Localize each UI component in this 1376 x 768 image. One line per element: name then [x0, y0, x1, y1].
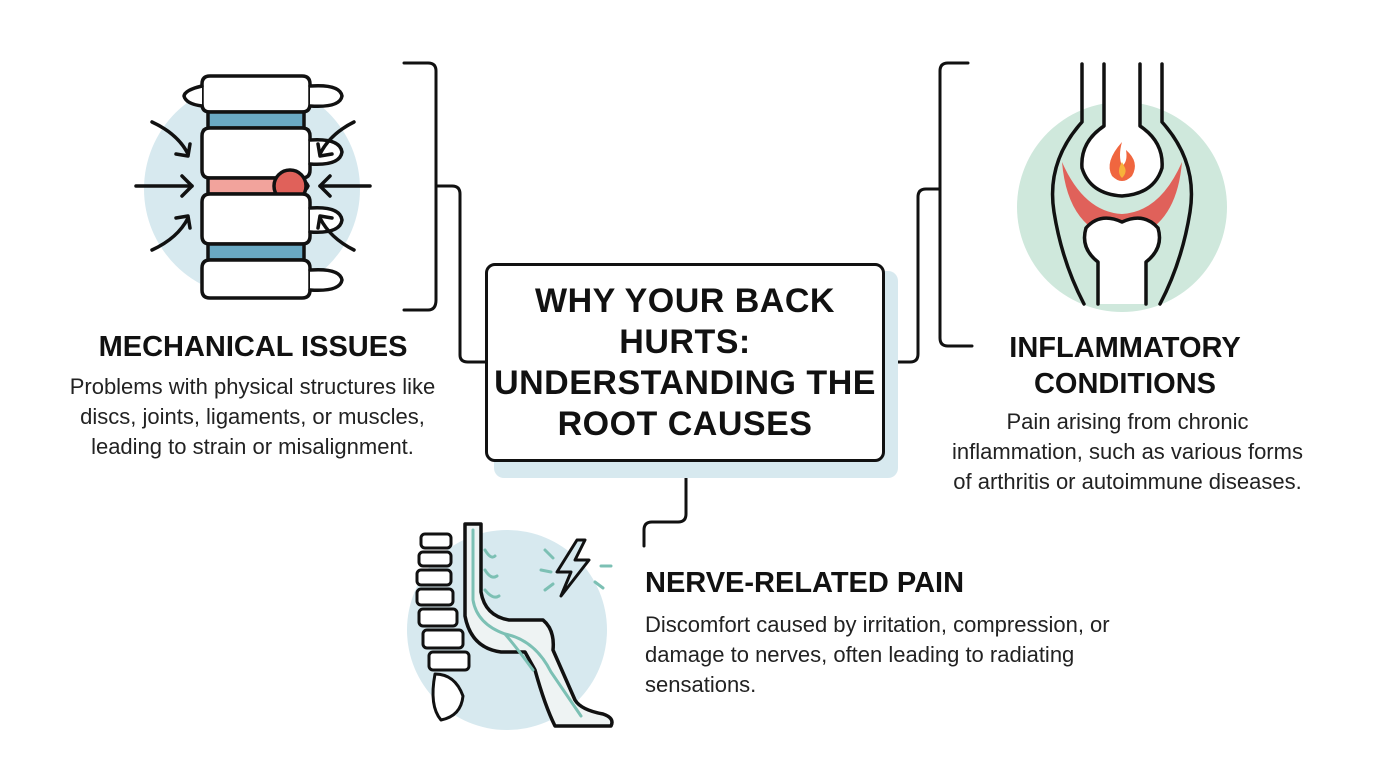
- mechanical-description: Problems with physical structures like d…: [69, 374, 436, 459]
- nerve-description: Discomfort caused by irritation, compres…: [645, 612, 1110, 697]
- spine-disc-compression-icon: [134, 74, 372, 300]
- bottom-connector: [642, 460, 688, 548]
- right-connector: [883, 187, 942, 364]
- left-connector: [434, 184, 488, 364]
- inflammatory-heading: INFLAMMATORY CONDITIONS: [1009, 332, 1241, 400]
- nerve-heading: NERVE-RELATED PAIN: [645, 567, 965, 599]
- inflammatory-description: Pain arising from chronic inflammation, …: [952, 409, 1303, 494]
- right-bracket: [938, 61, 974, 348]
- mechanical-heading: MECHANICAL ISSUES: [98, 331, 408, 363]
- page-title: WHY YOUR BACK HURTS: UNDERSTANDING THE R…: [494, 281, 876, 443]
- sciatic-nerve-icon: [407, 522, 614, 730]
- inflamed-joint-icon: [1017, 62, 1227, 312]
- title-box: WHY YOUR BACK HURTS: UNDERSTANDING THE R…: [485, 263, 885, 462]
- left-bracket: [402, 61, 438, 312]
